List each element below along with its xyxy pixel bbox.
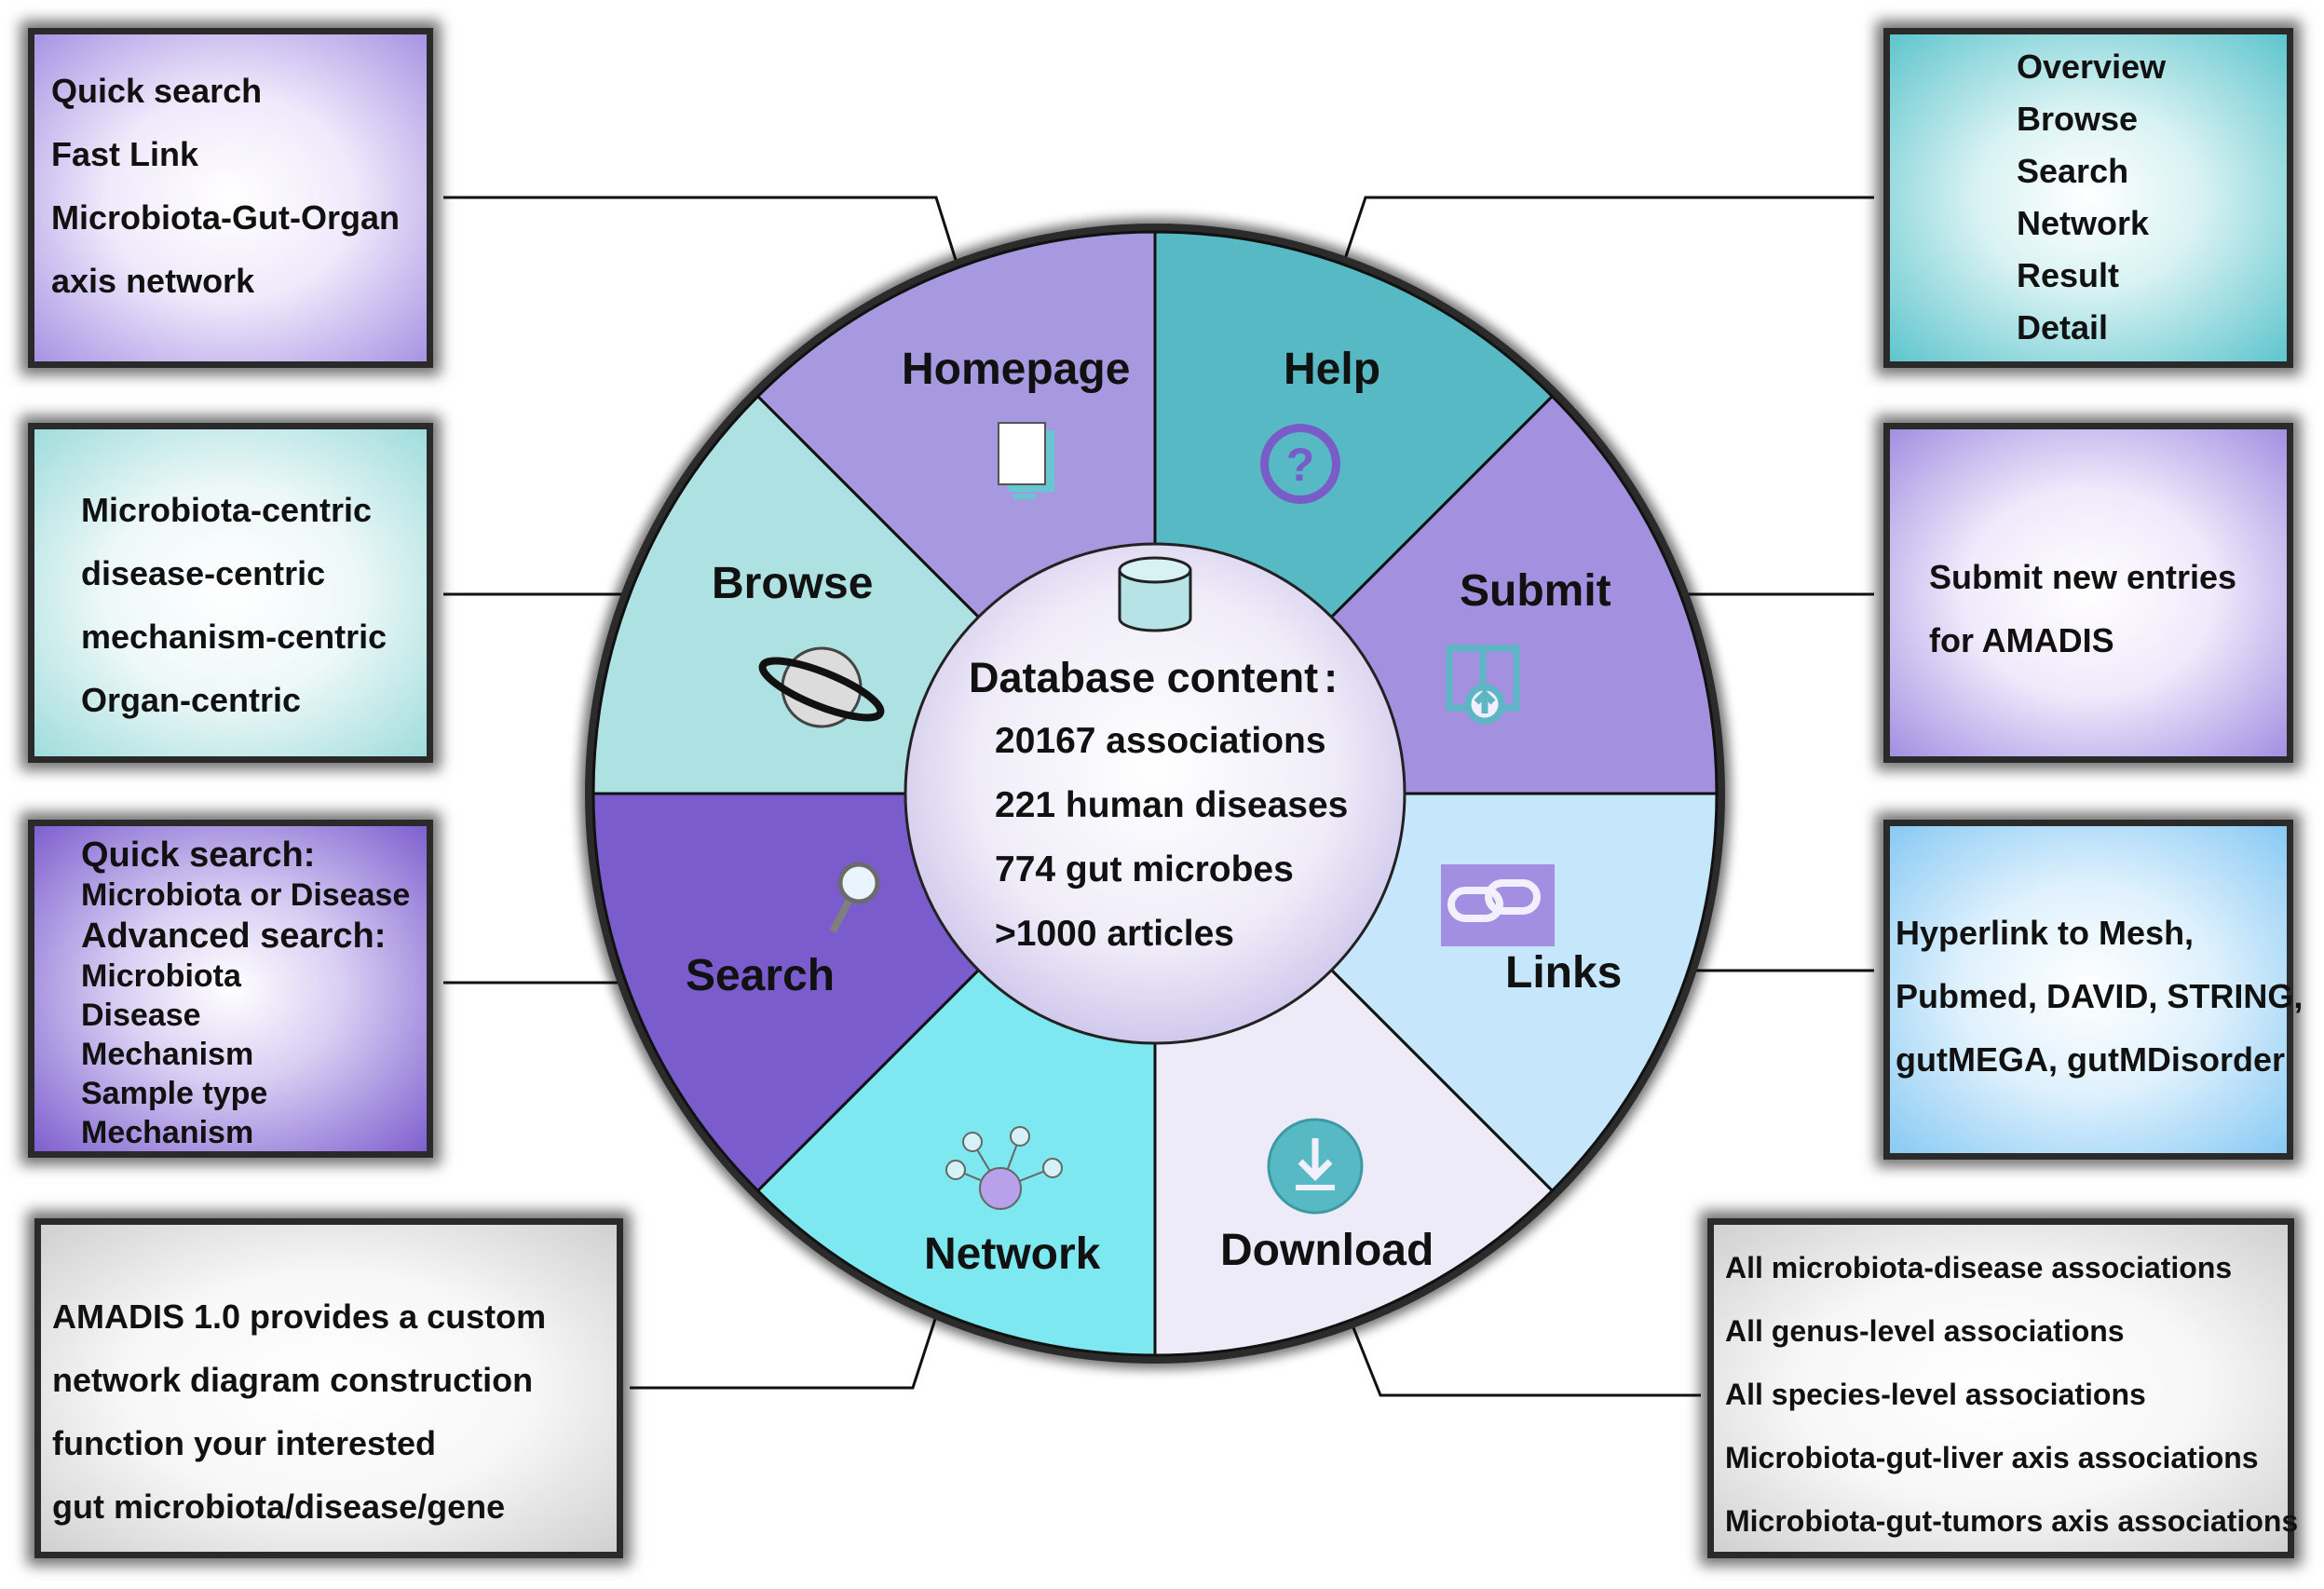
homepage-feature-item: Microbiota-Gut-Organ xyxy=(51,198,400,237)
help-topic-item: Detail xyxy=(2017,308,2109,346)
submit-label: Submit xyxy=(1460,566,1611,616)
help-topic-item: Overview xyxy=(2017,48,2167,86)
links-description-line: Pubmed, DAVID, STRING, xyxy=(1896,977,2304,1015)
download-connector xyxy=(1349,1320,1701,1397)
database-icon xyxy=(1118,556,1192,632)
network-description-line: function your interested xyxy=(52,1424,437,1462)
download-option-item: All species-level associations xyxy=(1725,1378,2146,1411)
browse-feature-item: mechanism-centric xyxy=(81,618,387,656)
help-topic-item: Result xyxy=(2017,256,2120,294)
homepage-feature-item: Fast Link xyxy=(51,135,199,173)
planet-icon xyxy=(758,646,885,728)
help-topic-item: Search xyxy=(2017,152,2129,190)
network-label: Network xyxy=(924,1229,1101,1279)
database-stat: 20167 associations xyxy=(995,721,1326,761)
browse-feature-item: Microbiota-centric xyxy=(81,491,373,529)
chain-link-icon xyxy=(1441,864,1555,946)
download-option-item: All microbiota-disease associations xyxy=(1725,1251,2233,1284)
submit-description-line: Submit new entries xyxy=(1929,558,2237,596)
svg-text:?: ? xyxy=(1286,439,1315,491)
links-description-line: gutMEGA, gutMDisorder xyxy=(1896,1040,2285,1079)
help-topic-item: Network xyxy=(2017,204,2150,242)
homepage-feature-item: Quick search xyxy=(51,72,263,110)
download-icon xyxy=(1267,1118,1364,1215)
browse-label: Browse xyxy=(712,559,873,608)
links-label: Links xyxy=(1505,948,1622,998)
submit-description-line: for AMADIS xyxy=(1929,621,2114,659)
homepage-label: Homepage xyxy=(902,345,1130,394)
network-connector xyxy=(630,1312,939,1390)
download-label: Download xyxy=(1220,1226,1434,1275)
help-circle-icon: ? xyxy=(1260,424,1340,504)
network-nodes-icon xyxy=(945,1126,1063,1210)
browse-features-box: Microbiota-centric disease-centric mecha… xyxy=(28,423,433,763)
browse-feature-item: disease-centric xyxy=(81,554,326,592)
links-description-line: Hyperlink to Mesh, xyxy=(1896,914,2195,952)
database-stat: >1000 articles xyxy=(995,914,1234,954)
book-upload-icon xyxy=(1446,645,1520,725)
advanced-search-heading: Advanced search: xyxy=(81,917,387,956)
network-description-line: gut microbiota/disease/gene xyxy=(52,1487,506,1526)
search-option-item: Microbiota or Disease xyxy=(81,877,411,913)
help-label: Help xyxy=(1284,345,1380,394)
search-option-item: Microbiota xyxy=(81,958,241,994)
search-option-item: Mechanism xyxy=(81,1115,254,1150)
homepage-feature-item: axis network xyxy=(51,262,255,300)
network-description-box: AMADIS 1.0 provides a custom network dia… xyxy=(34,1218,623,1558)
magnifier-icon xyxy=(829,862,880,933)
links-description-box: Hyperlink to Mesh, Pubmed, DAVID, STRING… xyxy=(1883,820,2303,1160)
search-label: Search xyxy=(686,951,835,1000)
download-option-item: Microbiota-gut-tumors axis associations xyxy=(1725,1504,2299,1538)
submit-description-box: Submit new entries for AMADIS xyxy=(1883,423,2293,763)
search-option-item: Disease xyxy=(81,998,201,1033)
quick-search-heading: Quick search: xyxy=(81,835,316,875)
help-topics-box: Overview Browse Search Network Result De… xyxy=(1883,28,2293,368)
homepage-features-box: Quick search Fast Link Microbiota-Gut-Or… xyxy=(28,28,433,368)
search-option-item: Sample type xyxy=(81,1076,268,1111)
download-option-item: Microbiota-gut-liver axis associations xyxy=(1725,1441,2259,1474)
browse-feature-item: Organ-centric xyxy=(81,681,302,719)
download-option-item: All genus-level associations xyxy=(1725,1314,2125,1348)
network-description-line: network diagram construction xyxy=(52,1361,534,1399)
center-disc xyxy=(904,542,1407,1045)
search-features-box: Quick search: Microbiota or Disease Adva… xyxy=(28,820,433,1158)
download-options-box: All microbiota-disease associations All … xyxy=(1707,1218,2298,1558)
database-stat: 221 human diseases xyxy=(995,785,1348,825)
database-stat: 774 gut microbes xyxy=(995,849,1294,890)
search-option-item: Mechanism xyxy=(81,1037,254,1072)
network-description-line: AMADIS 1.0 provides a custom xyxy=(52,1297,547,1336)
database-content-title: Database content: xyxy=(969,654,1338,701)
document-icon xyxy=(998,422,1054,499)
help-topic-item: Browse xyxy=(2017,100,2139,138)
